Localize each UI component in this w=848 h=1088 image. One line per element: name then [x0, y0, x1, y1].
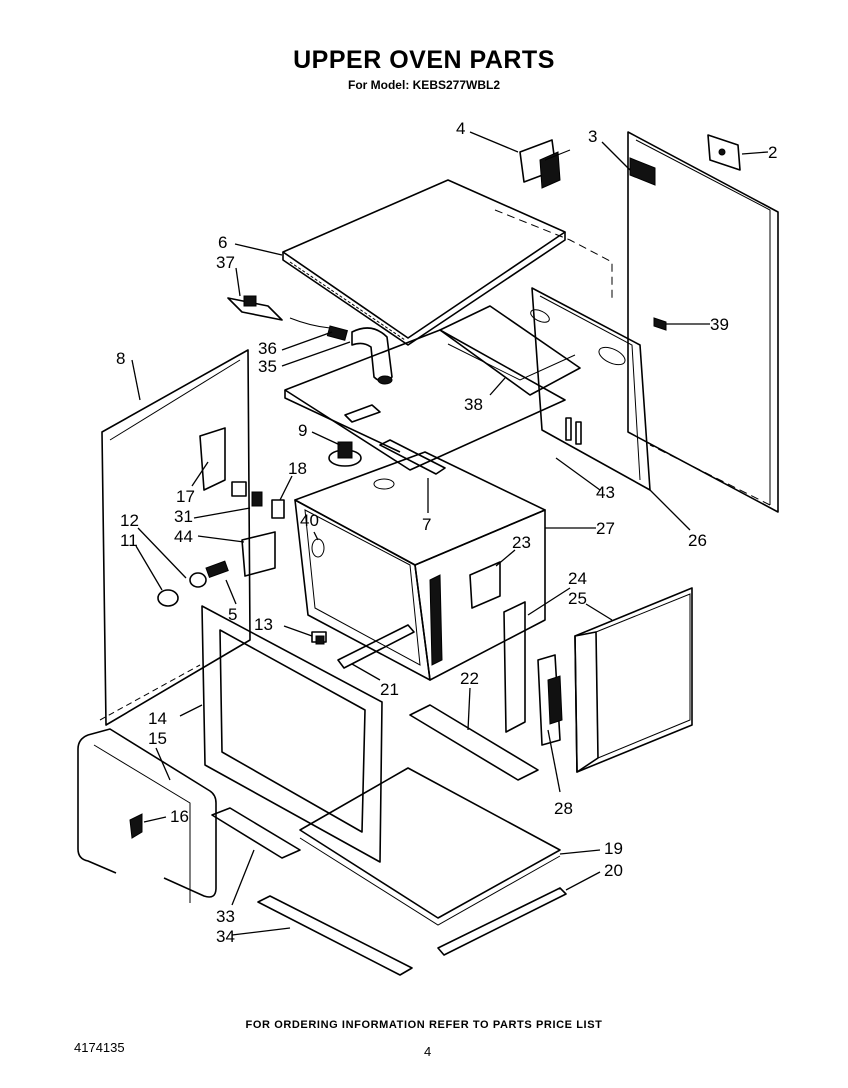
callout-16: 16 — [170, 807, 189, 826]
callout-8: 8 — [116, 349, 125, 368]
callout-7: 7 — [422, 515, 431, 534]
callout-leader-lines — [131, 131, 769, 936]
callout-15: 15 — [148, 729, 167, 748]
callout-37: 37 — [216, 253, 235, 272]
callout-39: 39 — [710, 315, 729, 334]
callout-18: 18 — [288, 459, 307, 478]
callout-4: 4 — [456, 119, 465, 138]
front-frame — [201, 605, 383, 863]
hinge-receiver-24 — [503, 601, 526, 733]
callout-26: 26 — [688, 531, 707, 550]
callout-27: 27 — [596, 519, 615, 538]
baffle-38 — [439, 305, 581, 396]
oven-liner — [294, 451, 546, 681]
callout-34: 34 — [216, 927, 235, 946]
callout-38: 38 — [464, 395, 483, 414]
clip-39 — [653, 317, 667, 331]
callout-20: 20 — [604, 861, 623, 880]
callout-13: 13 — [254, 615, 273, 634]
callout-labels: 2 3 4 5 6 7 8 9 11 12 13 14 15 16 17 18 … — [116, 119, 777, 946]
callout-28: 28 — [554, 799, 573, 818]
document-id: 4174135 — [74, 1040, 125, 1055]
callout-24: 24 — [568, 569, 587, 588]
page-title: UPPER OVEN PARTS — [293, 46, 555, 74]
trim-34 — [257, 895, 413, 976]
callout-22: 22 — [460, 669, 479, 688]
callout-25: 25 — [568, 589, 587, 608]
callout-9: 9 — [298, 421, 307, 440]
bracket-17 — [199, 427, 226, 491]
hinge-28 — [537, 654, 563, 746]
callout-36: 36 — [258, 339, 277, 358]
back-panel — [627, 131, 779, 513]
thermostat-9 — [328, 441, 362, 467]
callout-6: 6 — [218, 233, 227, 252]
callout-40: 40 — [300, 511, 319, 530]
door-panel-25 — [574, 587, 693, 773]
model-subtitle: For Model: KEBS277WBL2 — [347, 78, 500, 92]
bracket-23 — [469, 561, 501, 609]
callout-44: 44 — [174, 527, 193, 546]
callout-33: 33 — [216, 907, 235, 926]
vent-duct — [289, 317, 393, 385]
rod-21 — [337, 624, 415, 669]
strip-22 — [409, 704, 539, 781]
callout-2: 2 — [768, 143, 777, 162]
bracket-2 — [707, 134, 741, 171]
door-gasket — [77, 728, 217, 903]
oven-bottom-19 — [299, 767, 561, 926]
ordering-note: FOR ORDERING INFORMATION REFER TO PARTS … — [245, 1019, 603, 1031]
callout-17: 17 — [176, 487, 195, 506]
rail-7 — [379, 439, 446, 475]
terminal-13 — [311, 631, 327, 645]
vent-33 — [211, 807, 301, 859]
clip-16 — [129, 813, 143, 839]
right-side-panel — [530, 287, 651, 491]
callout-11: 11 — [120, 531, 138, 550]
callout-21: 21 — [380, 680, 399, 699]
oven-top-plate — [284, 329, 566, 471]
control-knobs — [157, 560, 229, 607]
assembly-guide-lines — [99, 209, 771, 721]
page-number: 4 — [424, 1044, 432, 1059]
top-cover — [282, 179, 566, 346]
callout-14: 14 — [148, 709, 167, 728]
callout-23: 23 — [512, 533, 531, 552]
callout-31: 31 — [174, 507, 193, 526]
switch-components — [231, 481, 285, 577]
callout-19: 19 — [604, 839, 623, 858]
callout-12: 12 — [120, 511, 139, 530]
bracket-4 — [519, 139, 571, 189]
callout-5: 5 — [228, 605, 237, 624]
switch-37 — [227, 295, 283, 321]
callout-35: 35 — [258, 357, 277, 376]
callout-43: 43 — [596, 483, 615, 502]
left-side-panel — [101, 349, 251, 726]
trim-20 — [437, 887, 567, 956]
callout-3: 3 — [588, 127, 597, 146]
